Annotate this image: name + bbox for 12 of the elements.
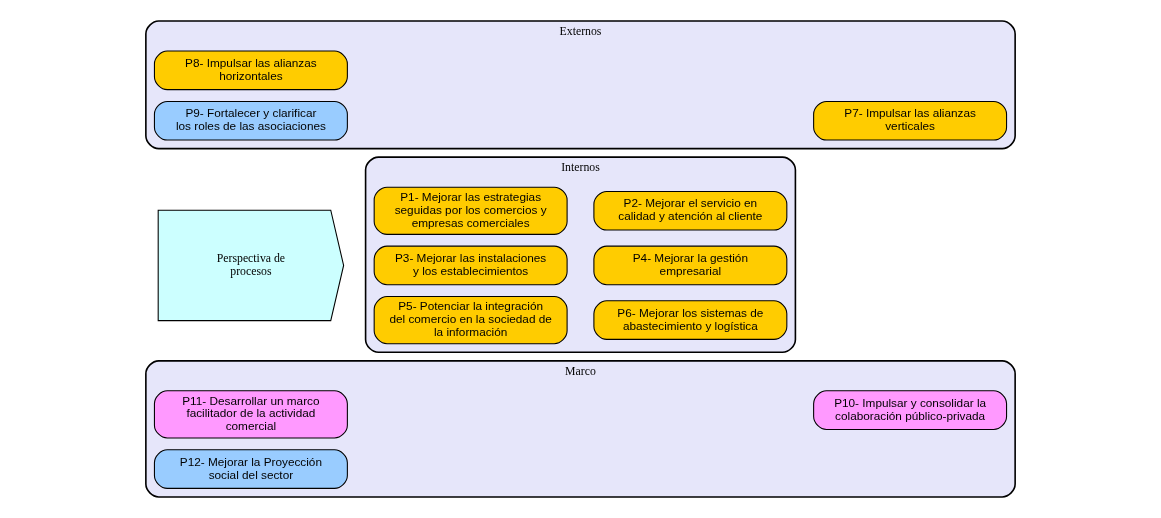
node-box: P4- Mejorar la gestión empresarial: [593, 245, 788, 286]
node-box: P7- Impulsar las alianzas verticales: [813, 100, 1008, 141]
node-box: P6- Mejorar los sistemas de abastecimiento y logística: [593, 300, 788, 340]
node-box: P11- Desarrollar un marco facilitador de la actividad comercial: [153, 390, 348, 439]
node-box: P5- Potenciar la integración del comercio en la sociedad de la información: [373, 295, 568, 345]
node-box: P2- Mejorar el servicio en calidad y atención al cliente: [593, 190, 788, 231]
node-box: P12- Mejorar la Proyección social del sector: [153, 449, 348, 489]
node-box: P3- Mejorar las instalaciones y los establecimientos: [373, 245, 568, 286]
node-box: P8- Impulsar las alianzas horizontales: [153, 50, 348, 91]
node-box: P10- Impulsar y consolidar la colaboración público-privada: [813, 390, 1008, 430]
node-box: P1- Mejorar las estrategias seguidas por los comercios y empresas comerciales: [373, 186, 568, 235]
node-box: P9- Fortalecer y clarificar los roles de las asociaciones: [153, 100, 348, 141]
